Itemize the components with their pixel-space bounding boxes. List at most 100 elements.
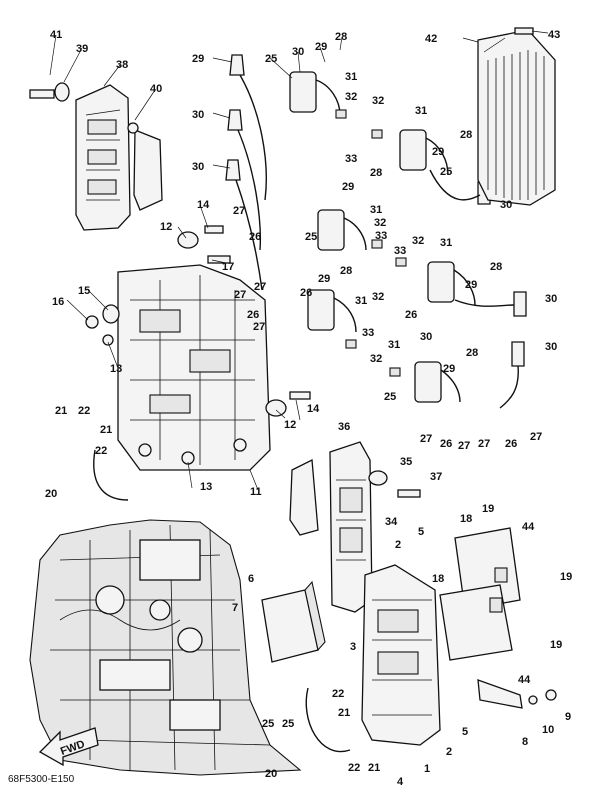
callout-4: 4 bbox=[397, 776, 404, 788]
callout-38: 38 bbox=[116, 59, 128, 71]
callout-30d: 30 bbox=[500, 199, 512, 211]
callout-26d: 26 bbox=[505, 438, 517, 450]
callout-43: 43 bbox=[548, 29, 560, 41]
callout-33f: 32 bbox=[370, 353, 382, 365]
callout-29e: 29 bbox=[318, 273, 330, 285]
callout-27a: 27 bbox=[233, 205, 245, 217]
callout-13b: 13 bbox=[200, 481, 212, 493]
callout-18a: 18 bbox=[460, 513, 472, 525]
callout-32e: 32 bbox=[372, 291, 384, 303]
callout-41: 41 bbox=[50, 29, 62, 41]
bracket-38 bbox=[29, 82, 163, 231]
callout-11: 11 bbox=[250, 486, 262, 498]
callout-29c: 29 bbox=[342, 181, 354, 193]
callout-25e: 26 bbox=[300, 287, 312, 299]
callout-27c: 27 bbox=[254, 281, 266, 293]
callout-8: 8 bbox=[522, 736, 528, 748]
callout-28d: 28 bbox=[490, 261, 502, 273]
callout-37: 37 bbox=[430, 471, 442, 483]
callout-25f: 25 bbox=[384, 391, 396, 403]
callout-18b: 18 bbox=[432, 573, 444, 585]
callout-32d: 32 bbox=[412, 235, 424, 247]
callout-40: 40 bbox=[150, 83, 162, 95]
callout-28f: 28 bbox=[466, 347, 478, 359]
callout-22b: 22 bbox=[95, 445, 107, 457]
callout-20b: 20 bbox=[265, 768, 277, 780]
callout-27e: 27 bbox=[420, 433, 432, 445]
callout-31a: 30 bbox=[292, 46, 304, 58]
callout-26c: 26 bbox=[440, 438, 452, 450]
callout-30a: 29 bbox=[192, 53, 204, 65]
callout-19c: 19 bbox=[550, 639, 562, 651]
callout-28c: 28 bbox=[370, 167, 382, 179]
callout-23: 25 bbox=[282, 718, 294, 730]
callout-30f: 30 bbox=[545, 341, 557, 353]
callout-42: 42 bbox=[425, 33, 437, 45]
unit-6 bbox=[261, 580, 326, 663]
callout-44b: 44 bbox=[518, 674, 531, 686]
callout-5b: 5 bbox=[462, 726, 468, 738]
callout-12a: 12 bbox=[160, 221, 172, 233]
callout-12b: 12 bbox=[284, 419, 296, 431]
callout-21a: 21 bbox=[55, 405, 67, 417]
callout-32a: 31 bbox=[345, 71, 357, 83]
leader-lines bbox=[49, 30, 549, 491]
callout-9: 9 bbox=[565, 711, 571, 723]
callout-32f: 31 bbox=[388, 339, 400, 351]
callout-2b: 2 bbox=[446, 746, 452, 758]
callout-16: 16 bbox=[52, 296, 64, 308]
callout-32c: 32 bbox=[374, 217, 386, 229]
callout-29b: 29 bbox=[432, 146, 444, 158]
callout-44a: 44 bbox=[522, 521, 535, 533]
callout-35: 35 bbox=[400, 456, 412, 468]
callout-21d: 21 bbox=[368, 762, 380, 774]
callout-29d: 29 bbox=[465, 279, 477, 291]
callout-27f: 27 bbox=[458, 440, 470, 452]
callout-22c: 22 bbox=[332, 688, 344, 700]
engine-block bbox=[29, 519, 302, 776]
callout-28b: 28 bbox=[460, 129, 472, 141]
callout-39: 39 bbox=[76, 43, 88, 55]
callout-33c: 33 bbox=[375, 230, 387, 242]
callout-32b: 32 bbox=[372, 95, 384, 107]
callout-24: 25 bbox=[262, 718, 274, 730]
callout-13a: 13 bbox=[110, 363, 122, 375]
callout-27b: 27 bbox=[234, 289, 246, 301]
callout-25a: 25 bbox=[265, 53, 277, 65]
callout-26b: 26 bbox=[247, 309, 259, 321]
cover-42 bbox=[477, 27, 556, 206]
cdi-units-18 bbox=[439, 527, 521, 661]
callout-numbers: 41 39 38 40 29 30 30 25 30 29 28 31 32 4… bbox=[45, 29, 572, 788]
callout-31b: 31 bbox=[415, 105, 427, 117]
fasteners-left bbox=[85, 225, 311, 465]
callout-27h: 27 bbox=[530, 431, 542, 443]
callout-20a: 20 bbox=[45, 488, 57, 500]
callout-33a: 32 bbox=[345, 91, 357, 103]
bracket-34 bbox=[289, 441, 421, 613]
bracket-8 bbox=[477, 679, 557, 709]
callout-21b: 21 bbox=[100, 424, 112, 436]
callout-3: 3 bbox=[350, 641, 356, 653]
drawing-code: 68F5300-E150 bbox=[8, 774, 75, 785]
callout-7: 7 bbox=[232, 602, 238, 614]
callout-21c: 21 bbox=[338, 707, 350, 719]
callout-34: 34 bbox=[385, 516, 398, 528]
callout-28a: 28 bbox=[335, 31, 347, 43]
callout-29f: 29 bbox=[443, 363, 455, 375]
callout-22a: 22 bbox=[78, 405, 90, 417]
bracket-11 bbox=[117, 264, 271, 471]
callout-17: 17 bbox=[222, 261, 234, 273]
callout-31c: 31 bbox=[370, 204, 382, 216]
callout-25c: 25 bbox=[305, 231, 317, 243]
callout-26a: 26 bbox=[249, 231, 261, 243]
callout-14a: 14 bbox=[197, 199, 210, 211]
bracket-1 bbox=[361, 564, 441, 746]
callout-27d: 27 bbox=[253, 321, 265, 333]
callout-31f: 30 bbox=[420, 331, 432, 343]
callout-19b: 19 bbox=[560, 571, 572, 583]
callout-22d: 22 bbox=[348, 762, 360, 774]
callout-6: 6 bbox=[248, 573, 254, 585]
callout-33b: 33 bbox=[345, 153, 357, 165]
callout-14b: 14 bbox=[307, 403, 320, 415]
